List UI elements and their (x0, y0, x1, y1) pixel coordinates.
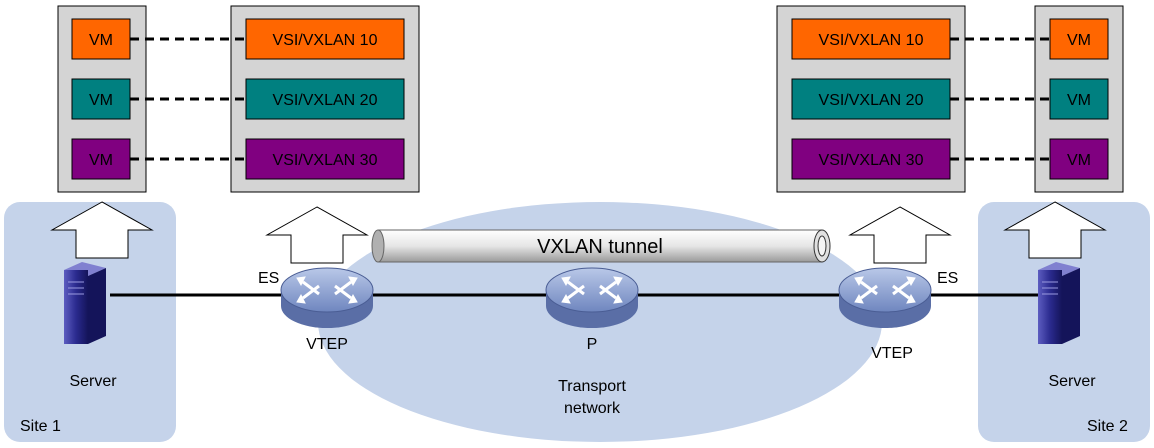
router-icon (544, 266, 640, 330)
left-vsi-30 (245, 138, 405, 180)
right-vsi-20 (791, 78, 951, 120)
right-vm-20 (1049, 78, 1109, 120)
right-vm-vsi-links (950, 37, 1050, 161)
server-right-label: Server (1048, 373, 1096, 390)
site-1-label: Site 1 (20, 418, 61, 435)
transport-label-line1: Transport (558, 378, 626, 395)
up-arrow-icon (849, 206, 951, 264)
left-vsi-20-label: VSI/VXLAN 20 (273, 92, 378, 109)
left-vm-10 (71, 18, 131, 60)
es-right-label: ES (937, 270, 958, 287)
right-vm-10-label: VM (1067, 32, 1091, 49)
left-vsi-20 (245, 78, 405, 120)
left-vsi-10-label: VSI/VXLAN 10 (273, 32, 378, 49)
right-vm-10 (1049, 18, 1109, 60)
right-vsi-20-label: VSI/VXLAN 20 (819, 92, 924, 109)
right-vm-30-label: VM (1067, 152, 1091, 169)
left-vm-20-label: VM (89, 92, 113, 109)
transport-label-line2: network (564, 400, 621, 417)
left-vm-vsi-links (130, 37, 246, 161)
right-vsi-10-label: VSI/VXLAN 10 (819, 32, 924, 49)
vxlan-tunnel (371, 229, 831, 263)
right-vsi-30 (791, 138, 951, 180)
site-2-label: Site 2 (1087, 418, 1128, 435)
p-router-label: P (587, 336, 598, 353)
server-icon (63, 261, 107, 345)
vtep-right-label: VTEP (871, 345, 913, 362)
up-arrow-icon (266, 206, 368, 264)
left-vm-10-label: VM (89, 32, 113, 49)
es-left-label: ES (258, 270, 279, 287)
right-vm-20-label: VM (1067, 92, 1091, 109)
left-vsi-10 (245, 18, 405, 60)
router-icon (279, 266, 375, 330)
server-left-label: Server (69, 373, 117, 390)
router-icon (837, 266, 933, 330)
left-vsi-30-label: VSI/VXLAN 30 (273, 152, 378, 169)
vtep-left-label: VTEP (306, 336, 348, 353)
right-vsi-30-label: VSI/VXLAN 30 (819, 152, 924, 169)
right-vm-30 (1049, 138, 1109, 180)
left-vm-30-label: VM (89, 152, 113, 169)
server-icon (1037, 261, 1081, 345)
vxlan-tunnel-label: VXLAN tunnel (537, 236, 663, 258)
left-vm-20 (71, 78, 131, 120)
